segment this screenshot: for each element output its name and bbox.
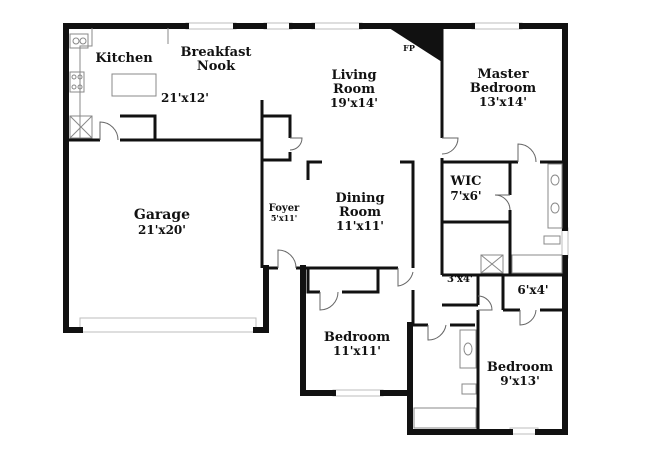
front-door: [277, 249, 297, 269]
master-door: [441, 137, 459, 155]
room-labels: Kitchen Breakfast Nook 21'x12' Living Ro…: [95, 43, 553, 388]
breakfast-nook-label-line2: Nook: [197, 59, 236, 74]
kitchen-sink-icon: [69, 33, 89, 49]
fixtures: [69, 28, 563, 429]
breakfast-nook-label-line1: Breakfast: [181, 45, 252, 60]
doors: [99, 121, 537, 341]
master-bedroom-dimensions: 13'x14': [479, 95, 527, 109]
interior-walls: [66, 26, 565, 430]
living-room-dimensions: 19'x14': [330, 96, 378, 110]
breakfast-nook-dimensions: 21'x12': [161, 91, 209, 105]
bedroom-3-window: [509, 427, 539, 435]
fireplace-label: FP: [403, 43, 415, 53]
bedroom-2-door: [397, 268, 414, 287]
hall-bathtub: [413, 407, 477, 429]
kitchen-island: [111, 73, 157, 97]
garage-dimensions: 21'x20': [138, 223, 186, 237]
garage-label: Garage: [134, 207, 190, 223]
bedroom-2-window: [332, 389, 384, 397]
master-sink-1-icon: [550, 174, 560, 186]
bedroom-2-closet-door: [319, 291, 339, 311]
master-tub: [511, 254, 563, 274]
dining-room-dimensions: 11'x11': [336, 219, 384, 233]
hall-bath-door: [427, 324, 447, 341]
master-bedroom-window: [471, 22, 523, 30]
master-bedroom-label-line1: Master: [477, 67, 528, 82]
bedroom-3-dimensions: 9'x13': [500, 374, 540, 388]
master-sink-2-icon: [550, 202, 560, 214]
garage-door: [79, 317, 257, 333]
dining-room-label-line2: Room: [339, 205, 381, 220]
foyer-closet-door: [289, 137, 303, 151]
fireplace: [386, 26, 442, 62]
hall-bath-vanity: [459, 329, 477, 369]
sink-basin-icon: [72, 37, 80, 45]
master-shower-icon: [480, 254, 504, 274]
wic-dimensions: 7'x6': [450, 189, 481, 203]
kitchen-window: [185, 22, 237, 30]
kitchen-label: Kitchen: [95, 51, 153, 66]
bathroom-window: [561, 227, 569, 259]
bedroom-3-door: [477, 295, 493, 311]
foyer-label: Foyer: [269, 203, 300, 214]
dining-room-label-line1: Dining: [335, 191, 384, 206]
living-room-window-right: [311, 22, 363, 30]
master-bath-door: [517, 143, 537, 163]
linen-closet-door: [519, 309, 537, 326]
bedroom-2-label: Bedroom: [324, 330, 391, 345]
pantry-door: [99, 121, 119, 141]
washer-dryer-icon: [69, 115, 93, 139]
living-room-window-left: [263, 22, 293, 30]
wic-door: [494, 194, 511, 211]
linen-closet-dimensions: 6'x4': [517, 283, 548, 297]
stove-icon: [69, 71, 85, 93]
living-room-label-line1: Living: [331, 68, 376, 83]
bedroom-2-dimensions: 11'x11': [333, 344, 381, 358]
master-bedroom-label-line2: Bedroom: [470, 81, 537, 96]
bedroom-3-label: Bedroom: [487, 360, 554, 375]
master-toilet-icon: [543, 235, 561, 245]
living-room-label-line2: Room: [333, 82, 375, 97]
wic-label: WIC: [449, 174, 481, 189]
hall-toilet-icon: [461, 383, 477, 395]
small-closet-dimensions: 3'x4': [447, 274, 473, 285]
master-vanity: [547, 163, 563, 229]
hall-sink-icon: [463, 342, 473, 356]
foyer-dimensions: 5'x11': [271, 213, 297, 223]
